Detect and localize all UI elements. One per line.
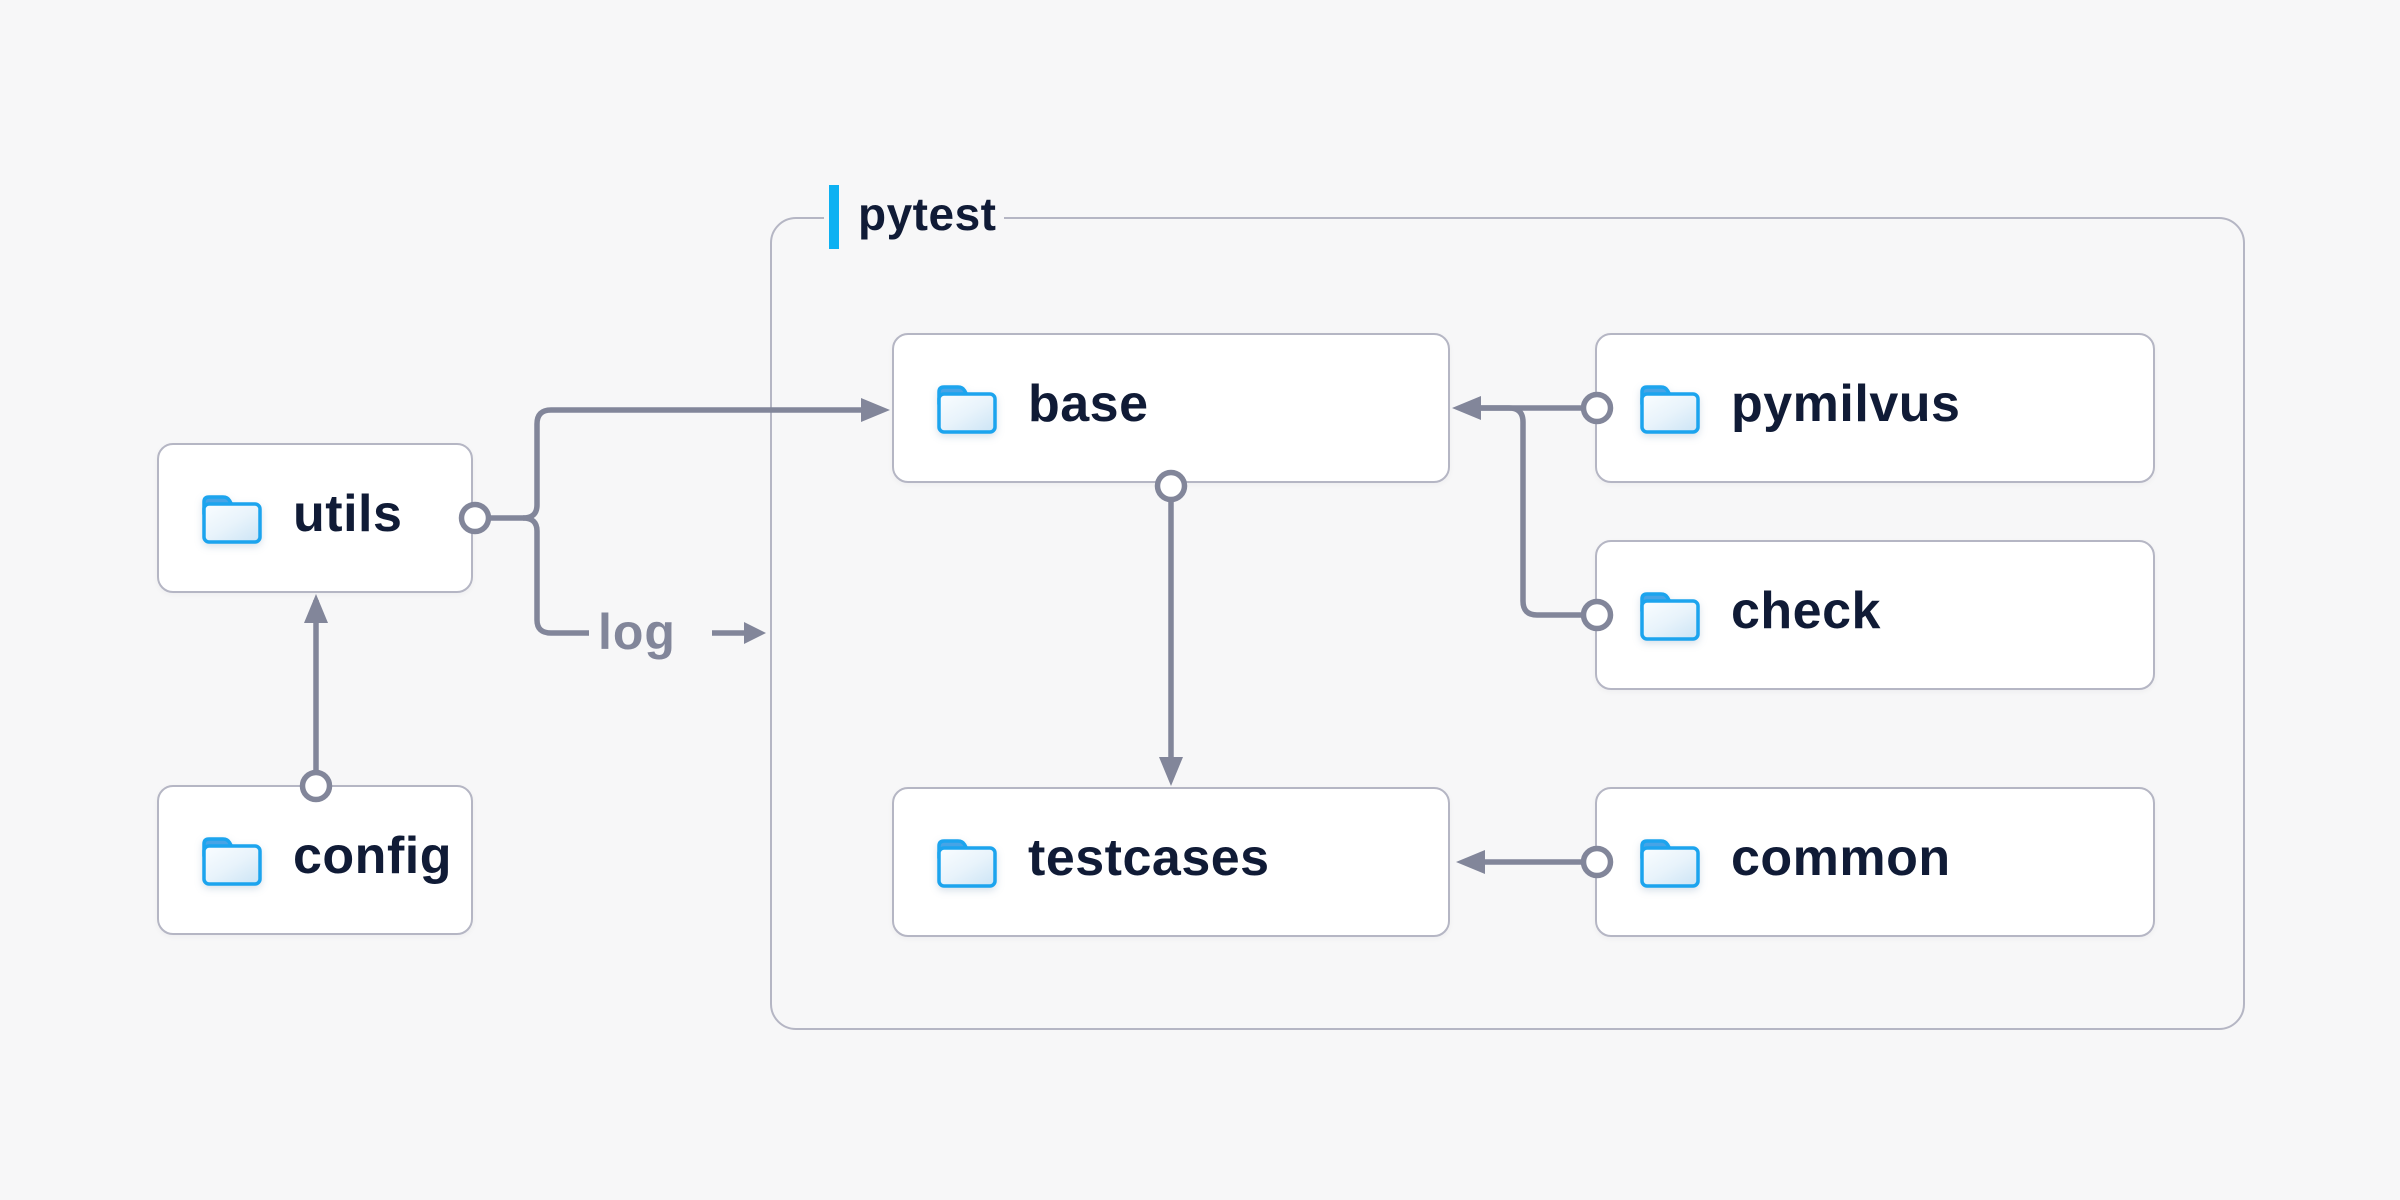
node-label: common: [1731, 829, 1951, 887]
edge-config-utils-arrowhead: [304, 594, 328, 623]
folder-icon: [1640, 385, 1700, 434]
node-label: check: [1731, 582, 1881, 640]
folder-icon: [202, 495, 262, 544]
folder-icon: [937, 839, 997, 888]
pytest-container: [770, 217, 2245, 1030]
folder-icon: [202, 837, 262, 886]
node-label: utils: [293, 485, 403, 543]
node-common: common: [1595, 787, 2155, 937]
folder-icon: [1640, 592, 1700, 641]
node-utils: utils: [157, 443, 473, 593]
node-pymilvus: pymilvus: [1595, 333, 2155, 483]
folder-icon: [937, 385, 997, 434]
node-testcases: testcases: [892, 787, 1450, 937]
node-label: pymilvus: [1731, 375, 1961, 433]
pytest-container-label: pytest: [858, 188, 997, 240]
pytest-container-title: pytest: [824, 183, 1005, 251]
node-config: config: [157, 785, 473, 935]
node-check: check: [1595, 540, 2155, 690]
edge-log-container-arrowhead: [744, 622, 766, 644]
node-base: base: [892, 333, 1450, 483]
node-label: testcases: [1028, 829, 1270, 887]
folder-icon: [1640, 839, 1700, 888]
edge-utils-log-line: [522, 515, 589, 636]
node-label: base: [1028, 375, 1149, 433]
node-label: config: [293, 827, 452, 885]
edge-label-log: log: [598, 604, 676, 660]
accent-bar: [829, 185, 839, 249]
